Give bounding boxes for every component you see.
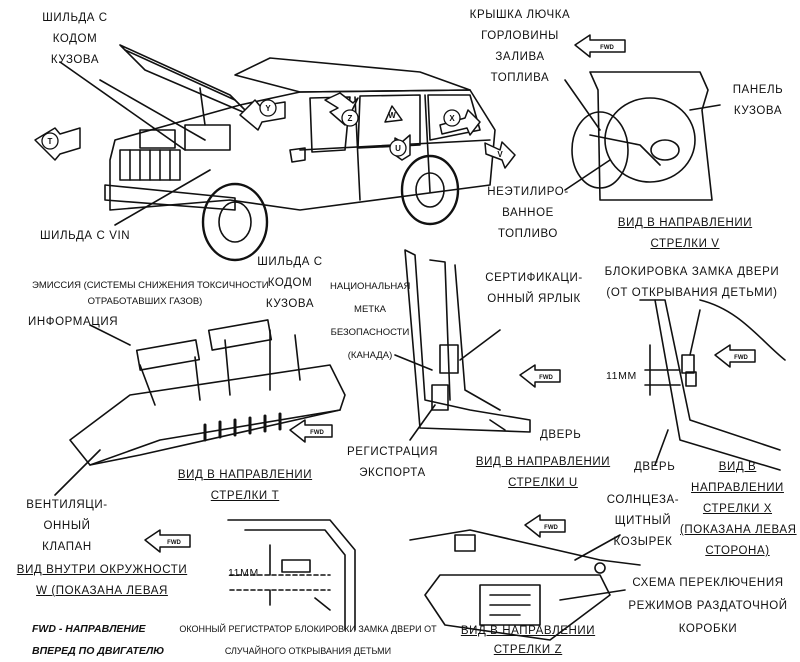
door-pillar-illustration — [394, 249, 531, 441]
label-vin-plate: ШИЛЬДА С VIN — [40, 230, 131, 242]
direction-arrows — [34, 34, 756, 553]
window-decal-illustration — [227, 519, 356, 631]
arrow-tag-t: T — [48, 137, 53, 146]
fwd-tag-3: FWD — [539, 375, 553, 381]
label-window-registrar: ОКОННЫЙ РЕГИСТРАТОР БЛОКИРОВКИ ЗАМКА ДВЕ… — [179, 624, 437, 656]
instrument-panel-illustration — [54, 319, 346, 496]
fwd-tag-4: FWD — [734, 355, 748, 361]
arrow-tag-y: Y — [265, 104, 271, 113]
label-fuel-door: КРЫШКА ЛЮЧКА ГОРЛОВИНЫ ЗАЛИВА ТОПЛИВА — [469, 9, 571, 84]
arrow-tag-u: U — [395, 144, 401, 153]
child-lock-illustration — [639, 299, 786, 471]
arrow-tag-w: W — [388, 111, 396, 120]
sun-visor-illustration — [409, 529, 641, 641]
caption-view-w: ВИД ВНУТРИ ОКРУЖНОСТИ W (ПОКАЗАНА ЛЕВАЯ — [16, 564, 188, 597]
label-body-code-plate-mid: ШИЛЬДА С КОДОМ КУЗОВА — [257, 256, 323, 310]
label-body-panel: ПАНЕЛЬ КУЗОВА — [732, 84, 784, 117]
label-child-lock: БЛОКИРОВКА ЗАМКА ДВЕРИ (ОТ ОТКРЫВАНИЯ ДЕ… — [604, 266, 780, 299]
label-unleaded-fuel: НЕЭТИЛИРО- ВАННОЕ ТОПЛИВО — [487, 186, 569, 240]
label-transfer-case-scheme: СХЕМА ПЕРЕКЛЮЧЕНИЯ РЕЖИМОВ РАЗДАТОЧНОЙ К… — [628, 577, 788, 635]
label-body-code-plate-top: ШИЛЬДА С КОДОМ КУЗОВА — [42, 12, 108, 66]
arrow-tag-z: Z — [348, 114, 353, 123]
label-export-registration: РЕГИСТРАЦИЯ ЭКСПОРТА — [346, 446, 439, 479]
caption-view-z: ВИД В НАПРАВЛЕНИИ СТРЕЛКИ Z — [460, 625, 596, 656]
label-certification: СЕРТИФИКАЦИ- ОННЫЙ ЯРЛЫК — [485, 272, 583, 305]
label-sun-visor: СОЛНЦЕЗА- ЩИТНЫЙ КОЗЫРЕК — [606, 494, 680, 548]
caption-view-x: ВИД В НАПРАВЛЕНИИ СТРЕЛКИ X (ПОКАЗАНА ЛЕ… — [680, 461, 797, 557]
fwd-tag-6: FWD — [544, 525, 558, 531]
label-information: ИНФОРМАЦИЯ — [28, 316, 119, 328]
dimension-11mm-b: 11ММ — [228, 567, 259, 579]
label-national-safety-mark: НАЦИОНАЛЬНАЯ МЕТКА БЕЗОПАСНОСТИ (КАНАДА) — [330, 281, 411, 361]
caption-view-t: ВИД В НАПРАВЛЕНИИ СТРЕЛКИ T — [177, 469, 313, 502]
arrow-tag-x: X — [449, 114, 455, 123]
label-door-x: ДВЕРЬ — [634, 461, 676, 473]
label-vent-valve: ВЕНТИЛЯЦИ- ОННЫЙ КЛАПАН — [26, 499, 108, 553]
arrow-tag-v: V — [497, 150, 503, 159]
fwd-tag-1: FWD — [600, 45, 614, 51]
caption-view-v: ВИД В НАПРАВЛЕНИИ СТРЕЛКИ V — [617, 217, 753, 250]
caption-view-u: ВИД В НАПРАВЛЕНИИ СТРЕЛКИ U — [475, 456, 611, 489]
label-door-u: ДВЕРЬ — [540, 429, 582, 441]
callout-circles — [41, 99, 461, 157]
fwd-tag-5: FWD — [167, 540, 181, 546]
fwd-tag-2: FWD — [310, 430, 324, 436]
fuel-door-illustration — [564, 71, 721, 201]
dimension-11mm-a: 11ММ — [606, 370, 637, 382]
label-fwd-note: FWD - НАПРАВЛЕНИЕ ВПЕРЕД ПО ДВИГАТЕЛЮ — [32, 623, 165, 657]
label-emission: ЭМИССИЯ (СИСТЕМЫ СНИЖЕНИЯ ТОКСИЧНОСТИ ОТ… — [32, 280, 269, 307]
